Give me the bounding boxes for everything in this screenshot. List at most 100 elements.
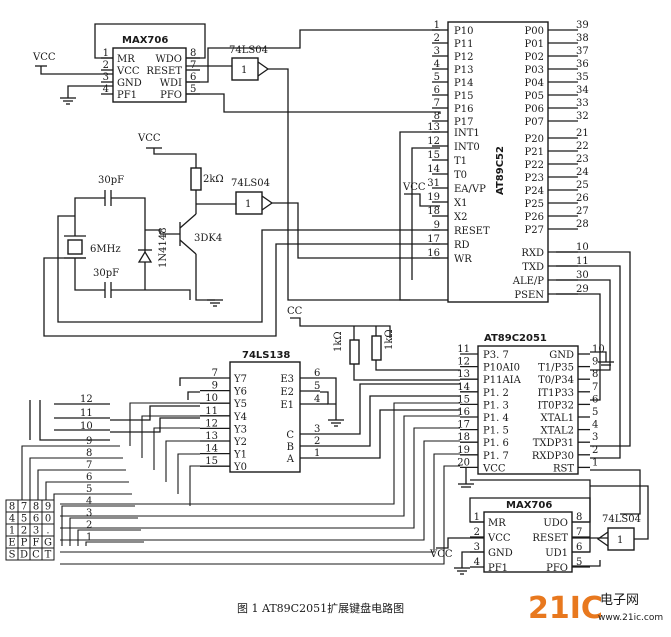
max706-top-pin-number: 2 [103,60,109,71]
resistor-left [349,339,360,365]
resistor-right [371,335,382,361]
cap-bottom-label: 30pF [93,268,119,279]
resistor-2k [190,167,202,191]
at89c2051-pin-label: XTAL1 [541,413,574,424]
keypad-row-line [60,440,460,541]
max706-bottom-pin-number: 2 [474,527,480,538]
at89c52-pin-label: RD [454,240,470,251]
at89c52-pin-label: WR [454,254,472,265]
max706-bottom-wiring [436,479,608,575]
max706-top-name: MAX706 [122,35,168,46]
at89c52-pin-label: T1 [454,156,467,167]
at89c2051-pin-label: RXDP30 [532,451,574,462]
at89c2051-pin-label: GND [549,350,574,361]
at89c52-pin-label: P10 [454,26,473,37]
max706-bottom-pin-label: UD1 [545,548,568,559]
at89c52-pin-label: INT1 [454,128,480,139]
keypad-bus-number: 3 [86,508,92,519]
at89c52-pin-label: RXD [521,248,544,259]
at89c52-pin-number: 4 [434,59,440,70]
keypad-bus-line [77,529,141,546]
ls138-pin-number: 11 [205,406,218,417]
at89c2051-pin-number: 5 [592,407,598,418]
at89c52-pin-number: 28 [576,219,589,230]
at89c52-pin-label: P23 [525,173,544,184]
at89c2051-pin-number: 15 [457,394,470,405]
inverter-top-name: 74LS04 [229,45,268,56]
keypad-row-line [60,402,460,505]
max706-bottom-pin-label: UDO [543,518,568,529]
at89c52-pin-number: 9 [434,220,440,231]
keypad-key-label: C [32,550,40,561]
at89c2051-pin-number: 13 [457,369,470,380]
keypad-key-label: F [33,538,40,549]
at89c52-pin-number: 13 [427,122,440,133]
keypad-bus-number: 1 [86,532,92,543]
resistor-left-label: 1kΩ [333,331,344,352]
ls138-pin-number: 14 [205,444,218,455]
at89c2051-pin-number: 20 [457,457,470,468]
keypad-key-label: T [45,550,52,561]
at89c52-pin-label: P05 [525,91,544,102]
at89c2051-pin-label: T1/P35 [538,363,574,374]
ls138-pin-number: 5 [314,381,320,392]
at89c52-pin-number: 17 [427,234,440,245]
vcc-label-max706-bottom: VCC [429,549,453,560]
decoder-output-line [129,402,200,446]
max706-top-pin-number: 4 [103,84,109,95]
at89c2051-pin-number: 8 [592,369,598,380]
at89c2051-pin-number: 4 [592,420,598,431]
at89c2051-pin-label: RST [553,463,574,474]
decoder-output-line [189,465,200,506]
ls138-pin-label: Y7 [233,374,247,385]
ls138-enable-wiring [320,377,460,459]
keypad-bus-number: 5 [86,484,92,495]
max706-bottom-pin-label: VCC [487,533,511,544]
figure-caption: 图 1 AT89C2051扩展键盘电路图 [237,601,404,615]
at89c52-pin-label: TXD [522,262,544,273]
at89c52-pin-label: RESET [454,226,490,237]
at89c2051-pin-number: 17 [457,420,470,431]
at89c2051-pin-label: P1. 7 [483,451,509,462]
resistor-2k-label: 2kΩ [203,174,224,185]
at89c52-pin-number: 31 [427,178,440,189]
at89c52-pin-label: P25 [525,199,544,210]
max706-bottom-pin-label: GND [488,548,513,559]
ls138-name: 74LS138 [242,350,290,361]
at89c52-pin-number: 18 [427,206,440,217]
at89c52-pin-label: P15 [454,91,473,102]
at89c52-pin-label: P12 [454,52,473,63]
max706-bottom-pin-number: 8 [576,512,582,523]
inverter-mid: 1 74LS04 [231,178,440,259]
wire-number-10: 10 [80,421,93,432]
at89c52-pin-number: 14 [427,164,440,175]
ls138-pin-number: 15 [205,456,218,467]
at89c52-pin-label: P14 [454,78,473,89]
at89c52-pin-number: 3 [434,46,440,57]
keypad-key-label: D [20,550,28,561]
keypad-key-label: 0 [45,514,51,525]
ls138-pin-label: Y1 [233,450,247,461]
at89c52-pin-number: 16 [427,248,440,259]
at89c2051-pin-label: P10AI0 [483,363,520,374]
at89c2051-pin-label: P1. 2 [483,388,509,399]
at89c52-pin-label: P16 [454,104,473,115]
at89c52-pin-number: 7 [434,98,440,109]
at89c52-pin-number: 39 [576,20,589,31]
keypad-key-label: . [46,526,49,537]
at89c2051-body [477,345,579,475]
keypad-bus-line [69,517,138,546]
cap-top-label: 30pF [98,175,124,186]
at89c2051-pin-label: XTAL2 [541,426,574,437]
at89c52-pin-number: 36 [576,59,589,70]
keypad-key-label: G [44,538,52,549]
keypad-row-line [60,465,460,565]
at89c52-pin-number: 32 [576,111,589,122]
at89c52-pin-label: INT0 [454,142,480,153]
watermark-cn: 电子网 [600,593,639,608]
